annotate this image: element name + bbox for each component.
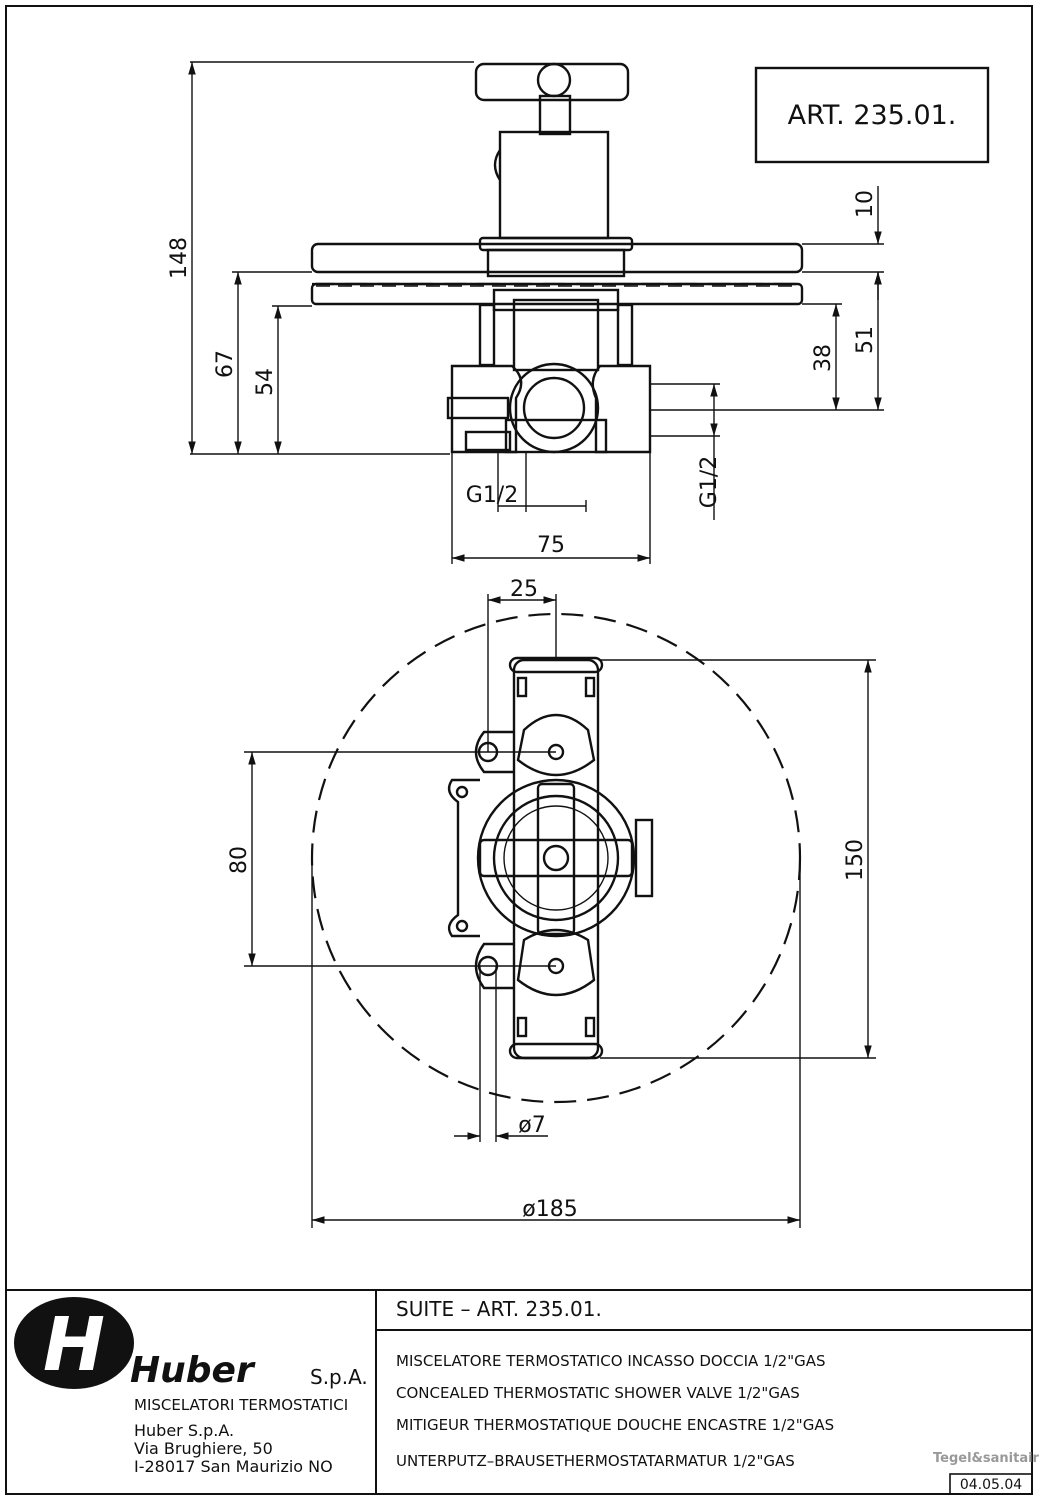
dim-150: 150 [843,839,868,881]
sheet-border [5,5,1033,1495]
cross-handle-arm [474,62,630,102]
article-box: ART. 235.01. [754,66,990,164]
dim-54: 54 [253,368,278,396]
valve-body-frame [512,658,600,1060]
description-it: MISCELATORE TERMOSTATICO INCASSO DOCCIA … [396,1352,826,1370]
valve-body-left [450,364,523,454]
inlet-port-outer [508,362,600,454]
inlet-port-inner [522,376,586,440]
dim-75: 75 [537,533,565,558]
company-suffix: S.p.A. [310,1365,368,1389]
dim-25: 25 [510,577,538,602]
description-de: UNTERPUTZ–BRAUSETHERMOSTATARMATUR 1/2"GA… [396,1452,795,1470]
dim-g12-side: G1/2 [697,456,722,508]
drawing-date: 04.05.04 [960,1477,1022,1493]
address-line-1: Huber S.p.A. [134,1421,234,1440]
dim-148: 148 [167,237,192,279]
thermostat-cylinder [498,130,610,240]
dim-10: 10 [853,190,878,218]
lower-valve-nut [516,928,596,997]
cover-plate-outline [310,612,802,1104]
address-line-2: Via Brughiere, 50 [134,1439,273,1458]
huber-logo: H Huber S.p.A. [14,1297,368,1391]
description-en: CONCEALED THERMOSTATIC SHOWER VALVE 1/2"… [396,1384,800,1402]
dim-38: 38 [811,344,836,372]
company-name: Huber [130,1350,256,1391]
watermark: Tegel&sanitair [933,1451,1040,1466]
dim-67: 67 [213,350,238,378]
upper-valve-nut [516,713,596,777]
title-block: H Huber S.p.A. MISCELATORI TERMOSTATICI … [6,1289,1040,1495]
dim-diameter-185: ø185 [522,1197,577,1222]
front-view: 25 80 150 ø7 ø185 [227,577,876,1228]
cross-handle-vertical [536,782,576,936]
logo-mark: H [43,1302,105,1388]
dim-51: 51 [853,326,878,354]
article-number: ART. 235.01. [788,100,957,131]
dim-hole-7: ø7 [518,1113,545,1138]
cross-handle-horizontal [478,838,634,878]
valve-body-right [591,364,652,454]
dim-80: 80 [227,846,252,874]
cover-plate [310,242,804,274]
dim-g12-bottom: G1/2 [466,483,518,508]
side-view: 148 67 54 10 51 38 G1/2 G [167,61,884,564]
thermostat-rosette [476,778,636,938]
cross-handle-knob [536,62,572,98]
address-line-3: I-28017 San Maurizio NO [134,1457,333,1476]
company-tagline: MISCELATORI TERMOSTATICI [134,1396,348,1414]
product-title: SUITE – ART. 235.01. [396,1297,602,1321]
description-fr: MITIGEUR THERMOSTATIQUE DOUCHE ENCASTRE … [396,1416,834,1434]
